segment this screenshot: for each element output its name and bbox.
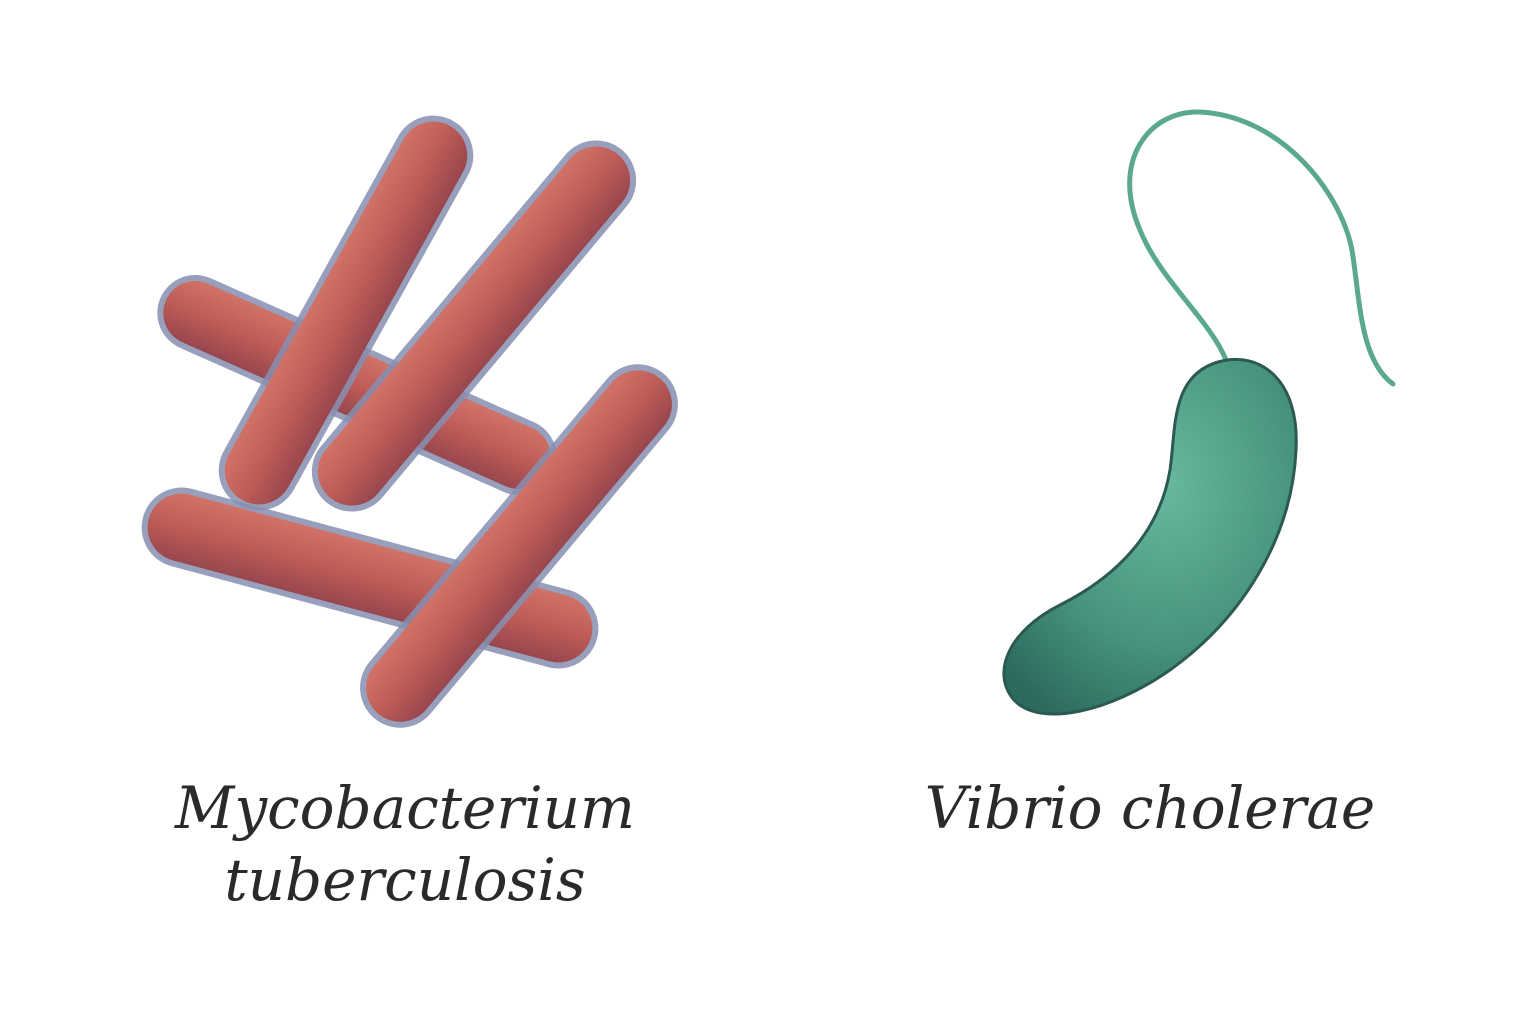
mycobacterium-label: Mycobacterium tuberculosis bbox=[155, 772, 655, 916]
flagellum bbox=[1127, 109, 1396, 387]
mycobacterium-rod bbox=[157, 275, 557, 495]
mycobacterium-label-line2: tuberculosis bbox=[224, 846, 586, 914]
vibrio-cholerae-cell bbox=[1002, 109, 1396, 716]
mycobacterium-label-line1: Mycobacterium bbox=[174, 774, 635, 842]
mycobacterium-rod bbox=[360, 364, 678, 728]
mycobacterium-rod bbox=[311, 140, 637, 512]
mycobacterium-rod bbox=[218, 115, 474, 511]
vibrio-label: Vibrio cholerae bbox=[924, 774, 1376, 842]
vibrio-body bbox=[1002, 357, 1298, 716]
mycobacterium-cluster bbox=[141, 115, 678, 728]
